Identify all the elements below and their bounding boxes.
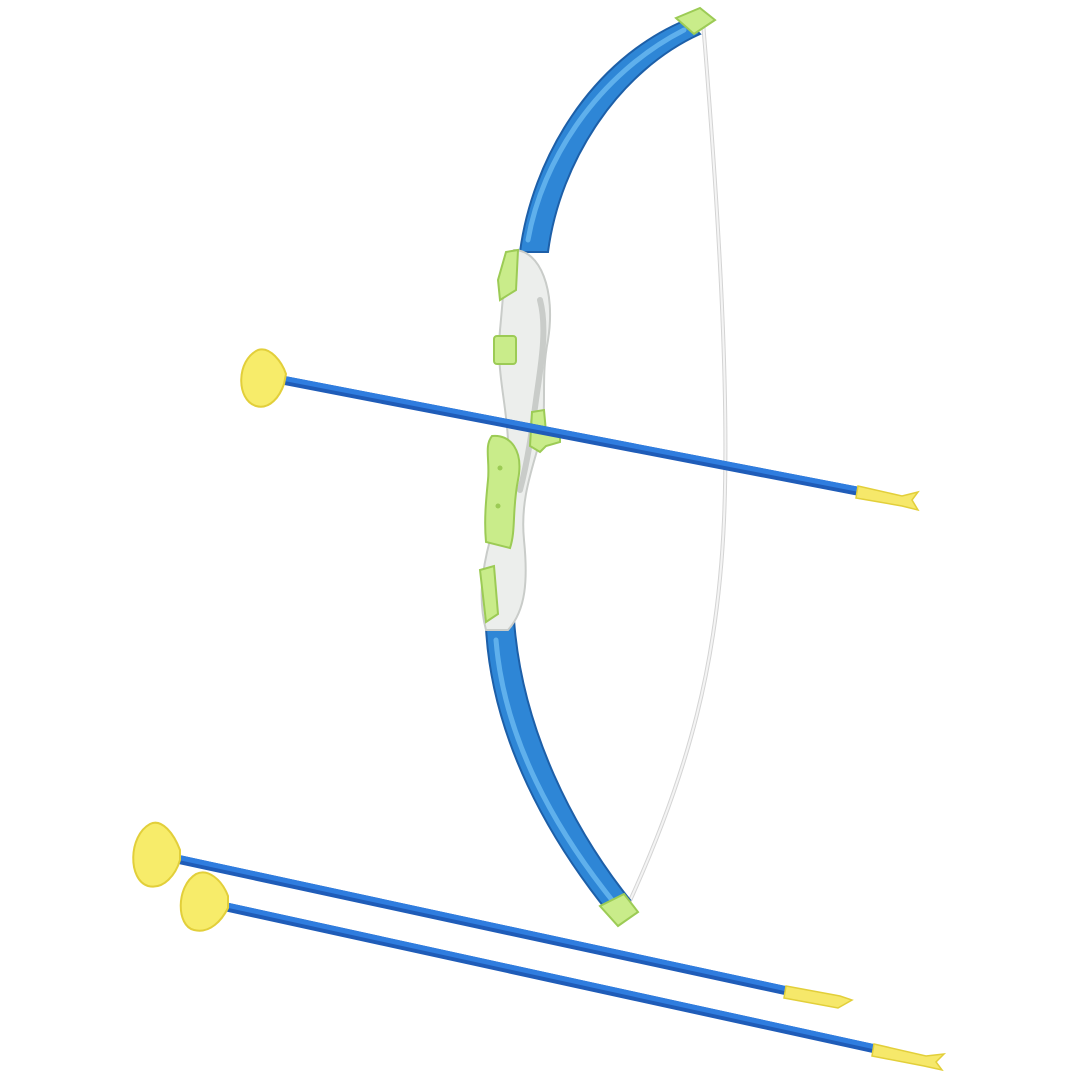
grip-hole-1 bbox=[497, 465, 503, 471]
bow-grip bbox=[484, 434, 521, 550]
arrow-shaft-highlight bbox=[279, 375, 865, 493]
lower-limb-highlight bbox=[493, 637, 615, 903]
suction-cup-tip bbox=[132, 821, 181, 888]
arrow-nock bbox=[783, 985, 854, 1009]
lower-limb bbox=[484, 618, 632, 914]
arrow-loose-2 bbox=[179, 871, 947, 1072]
lower-limb-clip bbox=[478, 564, 500, 624]
arrow-loose-1 bbox=[132, 821, 854, 1009]
upper-side-block bbox=[493, 335, 517, 365]
lower-tip-cap bbox=[598, 892, 640, 928]
suction-cup-tip bbox=[240, 348, 288, 408]
arrow-nock bbox=[871, 1043, 947, 1072]
arrow-shaft-highlight bbox=[169, 853, 795, 993]
upper-limb-clip bbox=[496, 248, 520, 302]
arrow-nocked bbox=[240, 348, 920, 512]
upper-limb-highlight bbox=[525, 27, 687, 243]
toy-bow bbox=[478, 6, 728, 928]
grip-hole-2 bbox=[495, 503, 501, 509]
arrow-nock bbox=[855, 485, 920, 512]
riser-shadow bbox=[517, 297, 547, 493]
bowstring-highlight bbox=[627, 21, 727, 906]
suction-cup-tip bbox=[179, 871, 229, 932]
upper-tip-cap bbox=[674, 6, 717, 36]
arrow-shaft-highlight bbox=[219, 901, 883, 1051]
